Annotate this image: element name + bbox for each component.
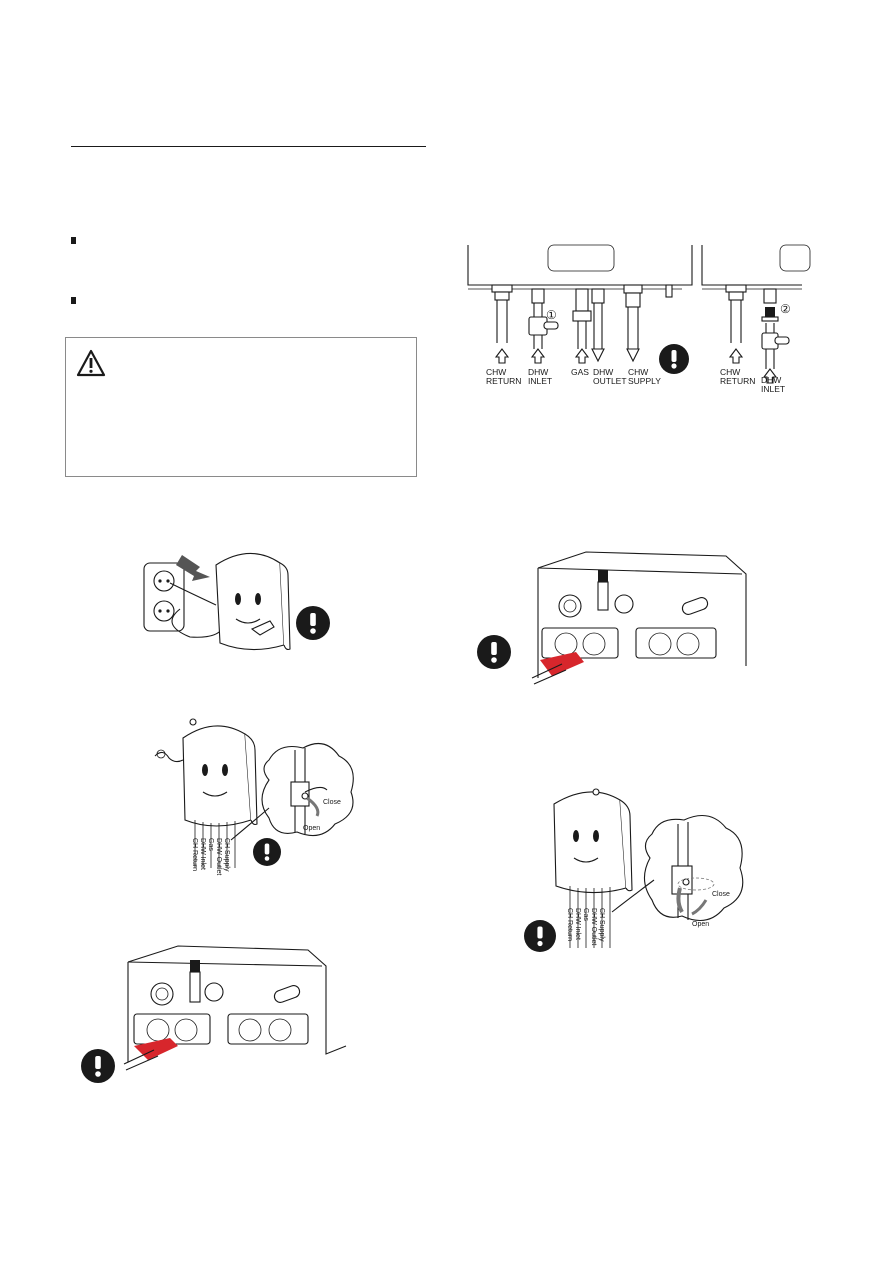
unplug-figure	[143, 552, 330, 651]
bottom-connection-figure-left	[81, 945, 347, 1083]
bottom-connection-figure-right	[477, 551, 747, 685]
dhw-inlet-pipe-2	[761, 288, 790, 384]
pipe-label: DHW Inlet	[199, 838, 206, 870]
pipe-label: Gas	[207, 838, 214, 851]
bullet-marker	[71, 237, 76, 244]
pipe-label: CH Return	[566, 908, 573, 941]
pipe-label: DHW Outlet	[215, 838, 222, 875]
valve-figure-right: Close Open CH Return DHW Inlet Gas DHW O…	[524, 788, 744, 952]
pipe-label: CH Supply	[598, 908, 605, 942]
chw-return-pipe-2	[725, 284, 747, 364]
pipe-labels: CH Return DHW Inlet Gas DHW Outlet CH Su…	[566, 908, 605, 945]
bullet-marker	[71, 297, 76, 304]
mandatory-exclamation-icon	[81, 1049, 115, 1083]
chw-return-pipe	[491, 284, 513, 364]
boiler-mascot	[215, 552, 285, 651]
valve-close-label: Close	[323, 799, 341, 806]
valve-close-label: Close	[712, 891, 730, 898]
chw-supply-pipe	[623, 284, 643, 363]
label-gas: GAS	[571, 367, 589, 377]
pipes	[569, 886, 611, 948]
mandatory-exclamation-icon	[296, 606, 330, 640]
pipe-label: DHW Outlet	[590, 908, 597, 945]
section-rule	[71, 146, 426, 147]
valve-figure-left: Close Open CH Return DHW Inlet Gas DHW O…	[154, 718, 354, 875]
pipe-label: CH Supply	[223, 838, 230, 872]
mandatory-exclamation-icon	[253, 838, 281, 866]
valve-open-label: Open	[692, 921, 709, 928]
pipe-labels: CH Return DHW Inlet Gas DHW Outlet CH Su…	[191, 838, 230, 875]
boiler-mascot	[182, 725, 252, 827]
mandatory-exclamation-icon	[477, 635, 511, 669]
dhw-inlet-pipe	[528, 288, 559, 364]
pipe-label: CH Return	[191, 838, 198, 871]
mandatory-exclamation-icon	[524, 920, 556, 952]
arrow-icon	[176, 555, 210, 581]
warning-triangle-icon	[76, 349, 106, 377]
pipes	[194, 820, 236, 868]
caution-box	[65, 337, 417, 477]
zoom-bubble	[643, 814, 744, 922]
marker-1: ①	[546, 308, 557, 322]
dhw-outlet-pipe	[591, 288, 605, 363]
mandatory-exclamation-icon	[659, 344, 689, 374]
pipe-label: Gas	[582, 908, 589, 921]
pipe-label: DHW Inlet	[574, 908, 581, 940]
gas-pipe	[572, 288, 592, 364]
marker-2: ②	[780, 302, 791, 316]
boiler-mascot	[553, 791, 627, 894]
valve-open-label: Open	[303, 825, 320, 832]
